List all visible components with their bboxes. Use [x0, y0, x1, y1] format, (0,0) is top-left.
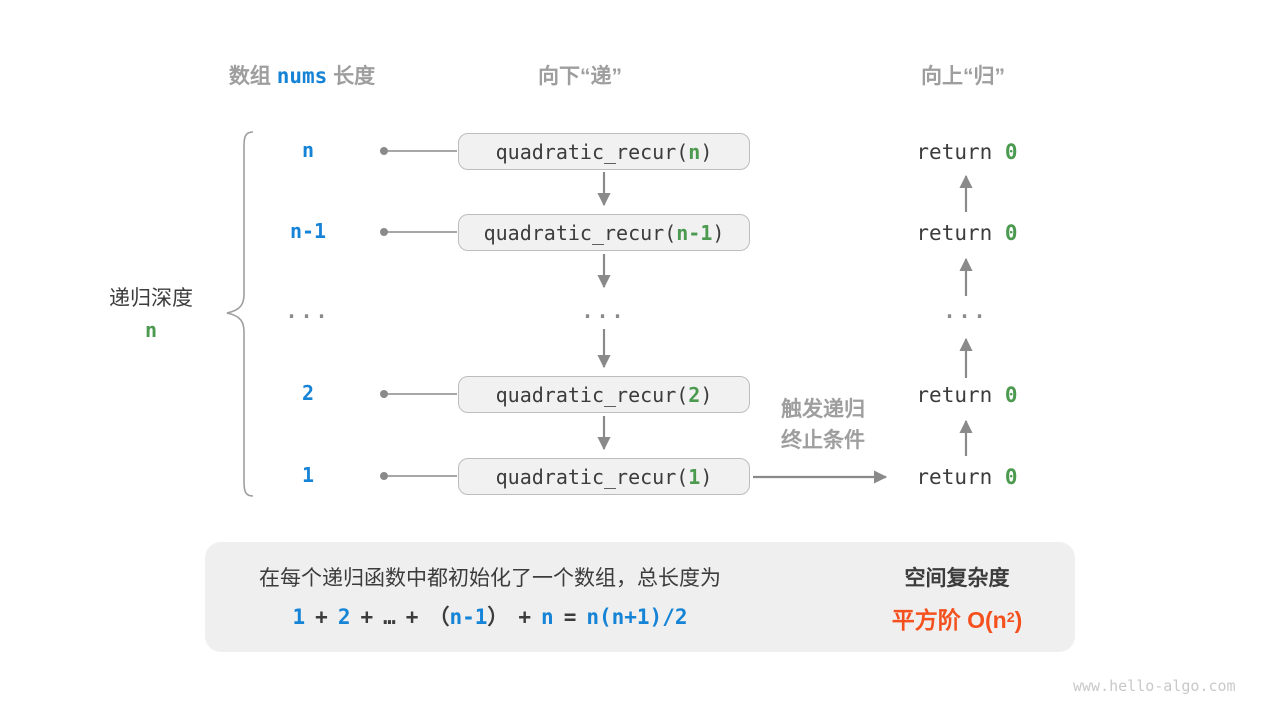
watermark: www.hello-algo.com: [1073, 677, 1236, 695]
fn-name: quadratic_recur(: [495, 464, 689, 489]
summary-description: 在每个递归函数中都初始化了一个数组，总长度为: [259, 567, 721, 590]
call-box-1: quadratic_recur(1): [458, 458, 750, 495]
length-label-1: 1: [301, 463, 315, 487]
fn-close-paren: ): [700, 139, 713, 164]
call-box-n-1: quadratic_recur(n-1): [458, 214, 750, 251]
length-label-n: n: [301, 138, 315, 162]
formula-term: n-1: [449, 605, 488, 629]
total-length-formula: 1 +2 + … + （n-1） + n = n(n+1)/2: [230, 601, 750, 631]
nums-code-label: nums: [276, 64, 328, 88]
formula-term: 1: [292, 605, 306, 629]
formula-operator: +: [360, 605, 374, 629]
length-label-n-1: n-1: [289, 219, 327, 243]
return-statement: return 0: [915, 383, 1019, 407]
return-statement: return 0: [915, 221, 1019, 245]
fn-name: quadratic_recur(: [495, 139, 689, 164]
fn-name: quadratic_recur(: [483, 220, 677, 245]
complexity-exponent: 2: [1006, 609, 1015, 626]
fn-param: n: [688, 139, 701, 164]
call-box-n: quadratic_recur(n): [458, 133, 750, 170]
formula-term: 2: [337, 605, 351, 629]
connector-dot: [379, 228, 388, 237]
ellipsis-left: ...: [285, 299, 331, 323]
recursion-depth-value: n: [144, 318, 158, 342]
summary-panel: [205, 542, 1075, 652]
header-array-length: 数组 nums 长度: [221, 60, 383, 90]
space-complexity-value: 平方阶 O(n2): [857, 601, 1057, 635]
fn-close-paren: ): [712, 220, 725, 245]
formula-result: n(n+1)/2: [586, 605, 688, 629]
fn-param: 1: [688, 464, 701, 489]
complexity-close-paren: ): [1014, 607, 1023, 633]
fn-param: n-1: [676, 220, 713, 245]
formula-operator: +: [518, 605, 532, 629]
fn-close-paren: ): [700, 464, 713, 489]
formula-paren: （: [428, 605, 450, 629]
header-array-length-prefix: 数组: [228, 65, 277, 88]
length-label-2: 2: [301, 381, 315, 405]
formula-paren: ）: [487, 605, 509, 629]
header-recurse-down: 向下“递”: [538, 65, 622, 88]
connector-dot: [379, 389, 388, 398]
return-keyword: return: [916, 383, 1005, 407]
base-case-caption-line1: 触发递归: [781, 398, 865, 421]
complexity-order: 平方阶 O(n: [891, 607, 1007, 633]
connector-dot: [379, 471, 388, 480]
formula-equals: =: [563, 605, 577, 629]
return-keyword: return: [916, 221, 1005, 245]
return-value: 0: [1004, 140, 1018, 164]
base-case-caption: 触发递归 终止条件: [752, 394, 894, 456]
return-statement: return 0: [915, 140, 1019, 164]
formula-term: n: [541, 605, 554, 629]
header-array-length-suffix: 长度: [327, 65, 376, 88]
formula-operator: +: [405, 605, 419, 629]
header-return-up: 向上“归”: [921, 65, 1005, 88]
return-value: 0: [1004, 465, 1018, 489]
return-value: 0: [1004, 221, 1018, 245]
formula-operator: +: [315, 605, 328, 629]
fn-param: 2: [688, 382, 701, 407]
space-complexity-title: 空间复杂度: [904, 567, 1010, 590]
ellipsis-middle: ...: [581, 299, 627, 323]
fn-name: quadratic_recur(: [495, 382, 689, 407]
call-box-2: quadratic_recur(2): [458, 376, 750, 413]
return-keyword: return: [916, 140, 1005, 164]
recursion-depth-label: 递归深度: [109, 287, 193, 310]
return-statement: return 0: [915, 465, 1019, 489]
fn-close-paren: ): [700, 382, 713, 407]
base-case-caption-line2: 终止条件: [781, 429, 865, 452]
formula-ellipsis: …: [383, 605, 396, 629]
return-keyword: return: [916, 465, 1005, 489]
connector-dot: [379, 147, 388, 156]
return-value: 0: [1004, 383, 1018, 407]
ellipsis-right: ...: [943, 299, 989, 323]
